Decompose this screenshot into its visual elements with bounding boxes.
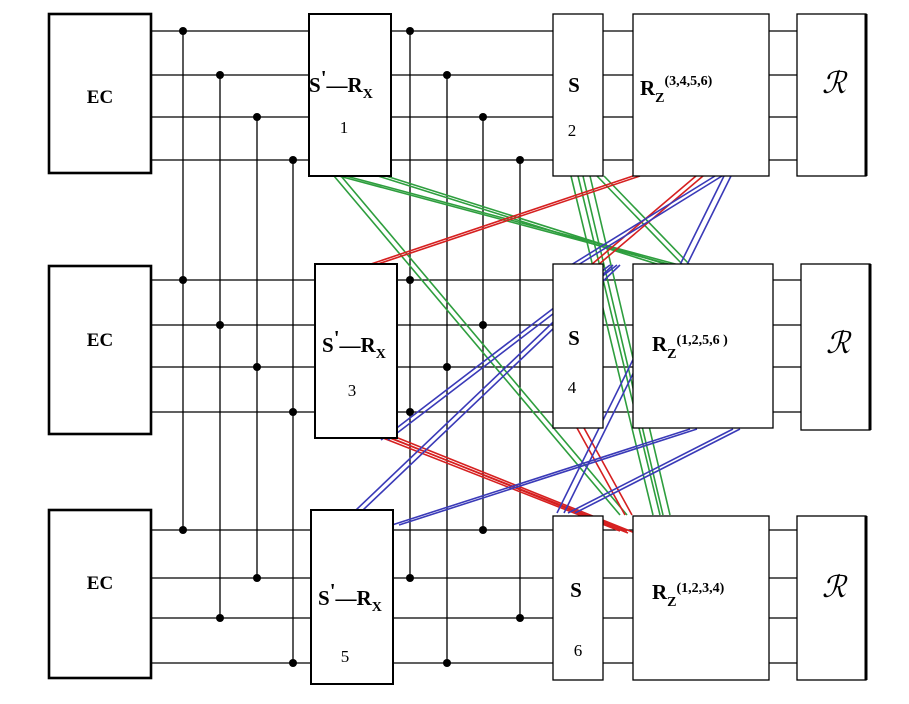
junction-dots xyxy=(179,27,524,667)
sr-block-number: 5 xyxy=(341,647,350,666)
ec-label: EC xyxy=(87,87,113,108)
sr-block-label: S'—RX xyxy=(318,579,382,615)
s-block xyxy=(552,263,604,429)
rz-block xyxy=(632,13,770,177)
s-block-number: 2 xyxy=(568,121,577,140)
rz-block xyxy=(632,263,774,429)
sr-block xyxy=(314,263,398,439)
row-2: EC S'—RX 3 S 4 RZ(1,2,5,6 ) ℛ xyxy=(47,263,872,439)
s-block-number: 4 xyxy=(568,378,577,397)
s-block-label: S xyxy=(568,73,580,97)
r-block xyxy=(796,13,867,177)
sr-block-number: 1 xyxy=(340,118,349,137)
rz-block xyxy=(632,515,770,681)
blue-connections xyxy=(355,175,741,526)
s-block-label: S xyxy=(570,578,582,602)
r-block-label: ℛ xyxy=(822,67,848,100)
rz-block-label: RZ(1,2,5,6 ) xyxy=(652,332,728,362)
s-block xyxy=(552,13,604,177)
sr-block xyxy=(308,13,392,177)
r-block-label: ℛ xyxy=(822,571,848,604)
green-connections xyxy=(333,175,691,516)
s-block-label: S xyxy=(568,326,580,350)
sr-block-label: S'—RX xyxy=(322,326,386,362)
horizontal-bus-lines xyxy=(151,30,801,664)
r-block-label: ℛ xyxy=(826,327,852,360)
s-block xyxy=(552,515,604,681)
sr-block-label: S'—RX xyxy=(309,66,373,102)
ec-label: EC xyxy=(87,330,113,351)
row-3: EC S'—RX 5 S 6 RZ(1,2,3,4) ℛ xyxy=(47,508,868,685)
r-block xyxy=(796,515,867,681)
r-block xyxy=(800,263,871,431)
rz-block-label: RZ(3,4,5,6) xyxy=(640,74,713,106)
sr-block xyxy=(310,509,394,685)
ec-block xyxy=(47,508,153,680)
rz-block-label: RZ(1,2,3,4) xyxy=(652,580,725,610)
ec-block xyxy=(47,264,153,436)
ec-label: EC xyxy=(87,573,113,594)
ec-block xyxy=(47,12,153,175)
s-block-number: 6 xyxy=(574,641,583,660)
row-1: EC S'—RX 1 S 2 RZ(3,4,5,6) ℛ xyxy=(47,12,868,177)
sr-block-number: 3 xyxy=(348,381,357,400)
